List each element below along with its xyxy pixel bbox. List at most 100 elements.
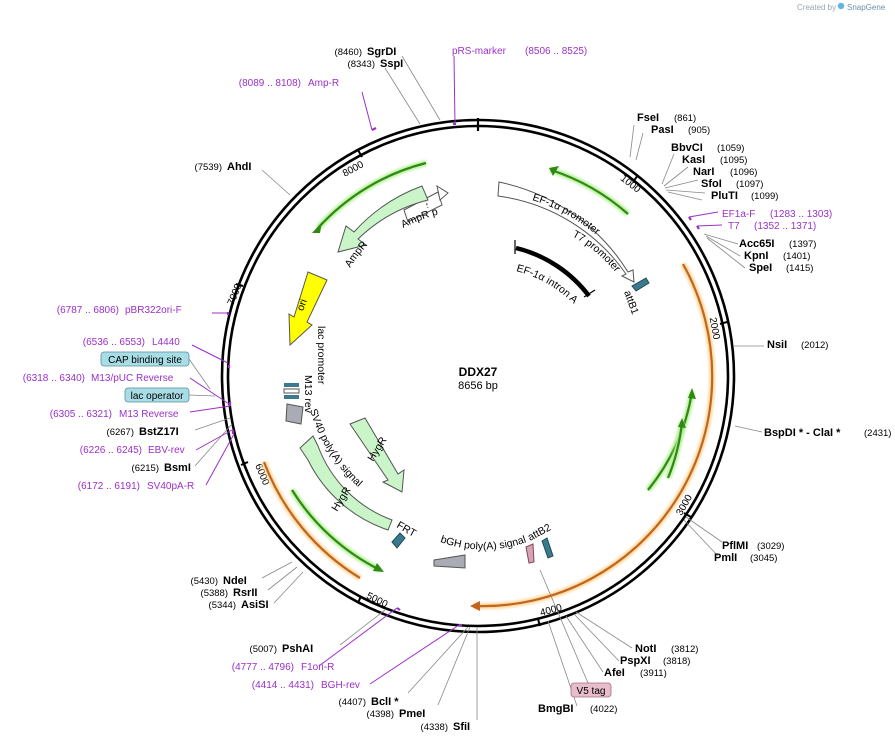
- ef1a-intron-bar[interactable]: [515, 245, 591, 298]
- cap-binding-site-label: CAP binding site: [108, 355, 182, 366]
- primer-range-ebv-rev: (6226 .. 6245): [80, 445, 142, 456]
- primer-amp-r[interactable]: Amp-R: [308, 78, 339, 89]
- hygr-arrow-1[interactable]: [349, 417, 405, 493]
- site-rsrii[interactable]: RsrII: [233, 587, 257, 599]
- orf-arc-left-orange[interactable]: [262, 461, 361, 579]
- site-bmgbi[interactable]: BmgBI: [538, 703, 573, 715]
- orf-arcs[interactable]: [289, 160, 696, 573]
- ori-arrow[interactable]: [288, 271, 328, 347]
- site-pmli[interactable]: PmlI: [714, 552, 737, 564]
- m13-rev-label: M13 rev: [302, 375, 314, 414]
- orf-arc-1[interactable]: [550, 168, 629, 215]
- site-afei[interactable]: AfeI: [604, 667, 625, 679]
- attb2-label: attB2: [526, 521, 553, 543]
- site-ndei[interactable]: NdeI: [223, 575, 247, 587]
- lac-promoter-mark[interactable]: [283, 388, 300, 394]
- hygr-arrow-2[interactable]: [299, 435, 393, 531]
- site-pos-asisi: (5344): [209, 600, 236, 611]
- restriction-sites[interactable]: (8460) SgrDI (8343) SspI (7539) AhdI Fse…: [107, 46, 892, 733]
- frt-arrow[interactable]: [391, 532, 406, 549]
- primer-ef1a-f[interactable]: EF1a-F: [722, 209, 755, 220]
- primer-m13-puc-reverse[interactable]: M13/pUC Reverse: [91, 373, 174, 384]
- site-fsei[interactable]: FseI: [637, 112, 659, 124]
- site-sspi[interactable]: SspI: [380, 58, 403, 70]
- site-bsmi[interactable]: BsmI: [164, 462, 191, 474]
- primer-m13-reverse[interactable]: M13 Reverse: [119, 409, 179, 420]
- site-pflmi[interactable]: PflMI: [722, 540, 748, 552]
- site-pos-pshai: (5007): [250, 644, 277, 655]
- orange-orf-arcs[interactable]: [261, 262, 716, 611]
- primer-sv40pa-r[interactable]: SV40pA-R: [147, 481, 194, 492]
- backbone: [220, 118, 736, 634]
- site-pmei[interactable]: PmeI: [399, 708, 425, 720]
- bgh-polya-label: bGH poly(A) signal: [439, 533, 528, 552]
- attb1-arrow[interactable]: [631, 277, 650, 292]
- site-pshai[interactable]: PshAI: [282, 643, 313, 655]
- site-pos-nari: (1096): [730, 167, 757, 178]
- ampr-arrow[interactable]: [337, 185, 429, 253]
- site-pos-ndei: (5430): [191, 576, 218, 587]
- primer-range-f1ori-r: (4777 .. 4796): [232, 662, 294, 673]
- v5-tag-box[interactable]: [570, 682, 612, 698]
- primer-ebv-rev[interactable]: EBV-rev: [148, 445, 185, 456]
- primer-prs-marker[interactable]: pRS-marker: [452, 46, 507, 57]
- primer-range-sv40pa-r: (6172 .. 6191): [78, 481, 140, 492]
- site-pluti[interactable]: PluTI: [711, 190, 738, 202]
- site-nsii[interactable]: NsiI: [767, 339, 787, 351]
- orf-arc-ddx27[interactable]: [473, 263, 714, 608]
- sv40-polya-box[interactable]: [285, 403, 304, 425]
- site-bcli[interactable]: BclI *: [371, 696, 399, 708]
- primer-l4440[interactable]: L4440: [152, 337, 180, 348]
- primer-bgh-rev[interactable]: BGH-rev: [321, 680, 360, 691]
- v5-tag-label: V5 tag: [577, 686, 606, 697]
- site-pos-pspxi: (3818): [663, 656, 690, 667]
- primer-pbr322ori-f[interactable]: pBR322ori-F: [125, 305, 182, 316]
- site-pos-sfii: (4338): [421, 722, 448, 733]
- v5-tag-mark[interactable]: [525, 543, 535, 564]
- site-pos-ahdi: (7539): [195, 162, 222, 173]
- site-nari[interactable]: NarI: [693, 166, 714, 178]
- cap-site-mark[interactable]: [284, 383, 299, 387]
- site-pos-acc65i: (1397): [789, 239, 816, 250]
- site-pspxi[interactable]: PspXI: [620, 655, 651, 667]
- site-sfii[interactable]: SfiI: [453, 721, 470, 733]
- site-kasi[interactable]: KasI: [682, 154, 705, 166]
- site-spei[interactable]: SpeI: [749, 262, 772, 274]
- primer-t7[interactable]: T7: [728, 221, 740, 232]
- orf-arc-ampr[interactable]: [317, 161, 427, 229]
- site-kpni[interactable]: KpnI: [744, 250, 768, 262]
- site-sgrdi[interactable]: SgrDI: [367, 46, 396, 58]
- site-ahdi[interactable]: AhdI: [227, 161, 251, 173]
- primer-range-pbr322ori-f: (6787 .. 6806): [57, 305, 119, 316]
- tick-8000: 8000: [341, 159, 366, 179]
- primer-range-l4440: (6536 .. 6553): [83, 337, 145, 348]
- attb2-arrow[interactable]: [541, 537, 554, 559]
- site-noti[interactable]: NotI: [635, 643, 656, 655]
- scale-ticks: 1000 2000 3000 4000 5000 6000 7000 8000: [226, 149, 728, 627]
- primer-range-t7: (1352 .. 1371): [754, 221, 816, 232]
- site-bstz17i[interactable]: BstZ17I: [139, 426, 179, 438]
- site-pasi[interactable]: PasI: [651, 124, 674, 136]
- primer-labels[interactable]: pRS-marker (8506 .. 8525) (8089 .. 8108)…: [23, 46, 833, 691]
- primer-ticks: [226, 122, 700, 627]
- bgh-polya-box[interactable]: [433, 554, 466, 569]
- primer-range-amp-r: (8089 .. 8108): [239, 78, 301, 89]
- site-sfoi[interactable]: SfoI: [701, 178, 722, 190]
- site-pos-bstz17i: (6267): [107, 427, 134, 438]
- site-asisi[interactable]: AsiSI: [241, 599, 269, 611]
- plasmid-size: 8656 bp: [458, 380, 498, 392]
- orf-arc-hygr[interactable]: [291, 489, 381, 571]
- site-bspdi-clai[interactable]: BspDI * - ClaI *: [764, 427, 841, 439]
- ori-label: ori: [295, 297, 310, 312]
- boxed-feature-labels[interactable]: CAP binding site lac operator V5 tag: [100, 351, 612, 698]
- site-acc65i[interactable]: Acc65I: [739, 238, 774, 250]
- ef1a-promoter-arrow[interactable]: [497, 181, 635, 283]
- m13-rev-mark[interactable]: [284, 395, 299, 399]
- primer-f1ori-r[interactable]: F1ori-R: [301, 662, 334, 673]
- site-pos-kpni: (1401): [783, 251, 810, 262]
- site-bbvci[interactable]: BbvCI: [671, 142, 703, 154]
- ef1a-promoter-label: EF-1α promoter: [531, 191, 603, 237]
- site-pos-spei: (1415): [786, 263, 813, 274]
- lac-promoter-label: lac promoter: [315, 326, 327, 385]
